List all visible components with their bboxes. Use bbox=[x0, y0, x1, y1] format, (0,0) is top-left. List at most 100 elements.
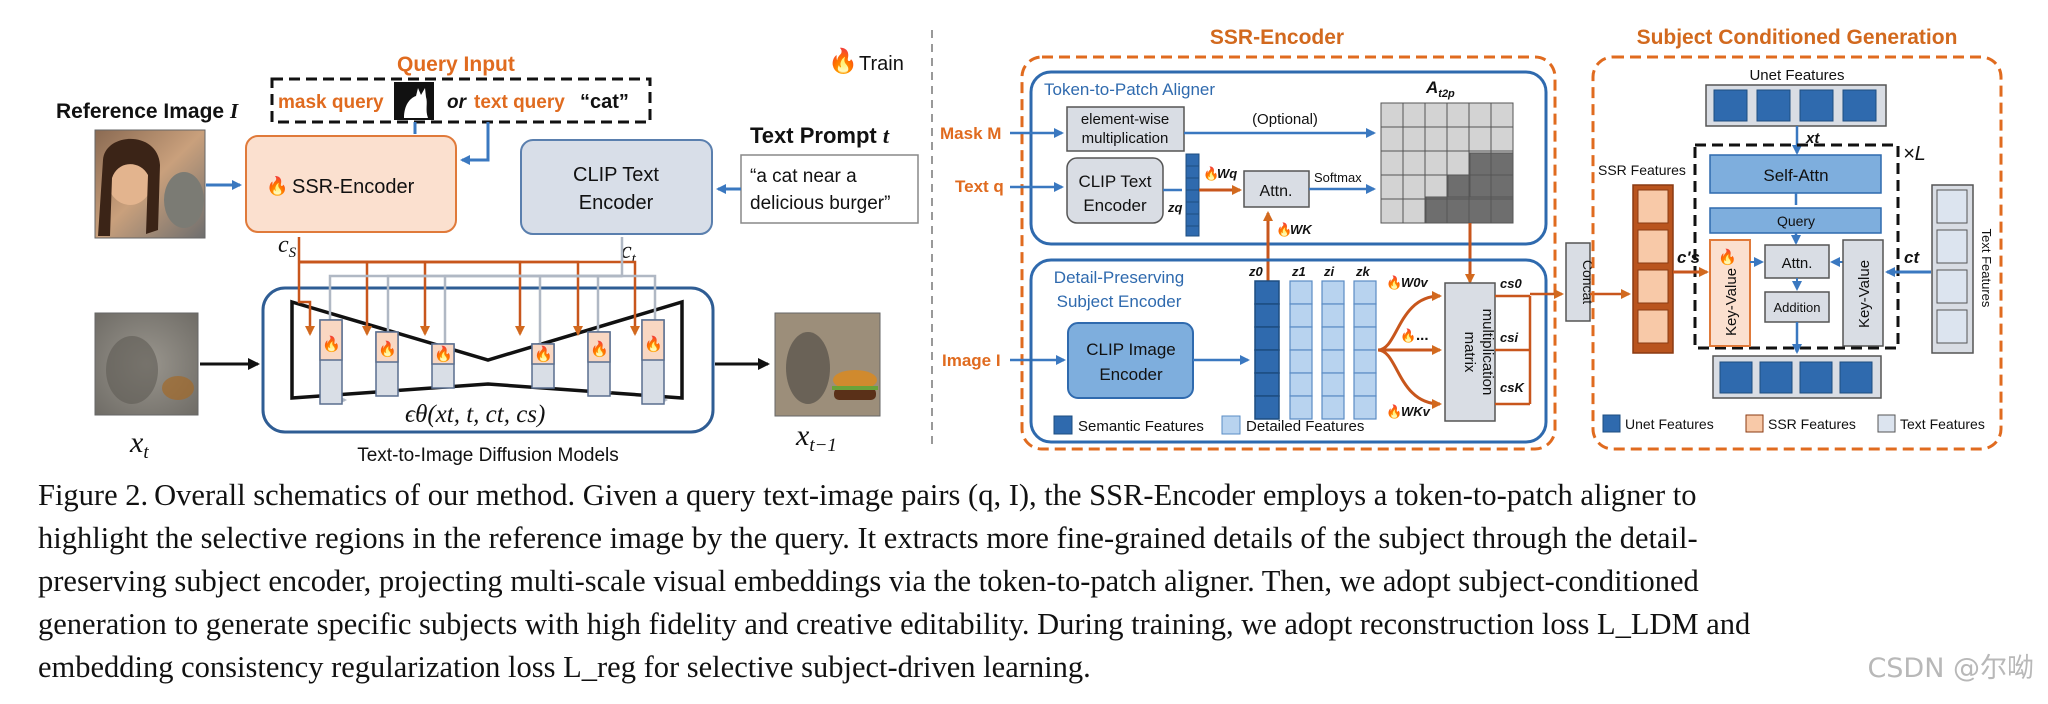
attn-small-label: Attn. bbox=[1782, 255, 1813, 272]
elementwise-line2: multiplication bbox=[1082, 130, 1169, 147]
caption-line-5: embedding consistency regularization los… bbox=[38, 650, 1091, 684]
dp-title-line2: Subject Encoder bbox=[1057, 292, 1182, 311]
svg-text:zi: zi bbox=[1323, 264, 1335, 279]
cs-prime-label: c's bbox=[1677, 248, 1700, 267]
csdn-watermark: CSDN @尔呦 bbox=[1867, 653, 2034, 684]
concat-box bbox=[1565, 242, 1591, 322]
cat-silhouette-icon bbox=[404, 88, 428, 118]
detail-encoder-box bbox=[1029, 258, 1548, 444]
clip-image-line1: CLIP Image bbox=[1086, 340, 1175, 359]
method-schematic-figure: Query Input mask query or text query “ca… bbox=[56, 26, 2003, 466]
query-box bbox=[1709, 207, 1882, 234]
query-input-box bbox=[270, 77, 652, 124]
key-value-left-box bbox=[1709, 239, 1751, 347]
cat-in-photo bbox=[164, 172, 204, 228]
attention-map-label: At2p bbox=[1425, 78, 1455, 100]
train-label: Train bbox=[859, 53, 904, 75]
generation-panel: Subject Conditioned Generation Unet Feat… bbox=[1591, 26, 2003, 451]
svg-text:🔥: 🔥 bbox=[434, 345, 453, 363]
unet-fire-icons: 🔥🔥🔥 🔥🔥🔥 bbox=[322, 335, 663, 363]
ct-small-label: ct bbox=[1904, 248, 1920, 267]
mask-query-label: mask query bbox=[278, 92, 384, 113]
key-value-right-label: Key-Value bbox=[1856, 260, 1873, 328]
fire-icon: 🔥 bbox=[1203, 166, 1219, 181]
unet-features-top-label: Unet Features bbox=[1749, 67, 1844, 84]
fire-icon: 🔥 bbox=[1276, 222, 1292, 237]
self-attn-box bbox=[1709, 154, 1882, 194]
clip-text-small-line2: Encoder bbox=[1083, 196, 1147, 215]
ssr-encoder-outline bbox=[1020, 55, 1557, 451]
ellipsis-label: ... bbox=[1416, 327, 1429, 344]
text-query-to-ssr-arrow bbox=[460, 122, 490, 165]
attn-label: Attn. bbox=[1260, 183, 1293, 200]
xt-small-label: xt bbox=[1805, 130, 1820, 147]
legend-text-label: Text Features bbox=[1900, 416, 1985, 432]
legend-unet-swatch bbox=[1602, 414, 1621, 433]
generation-title: Subject Conditioned Generation bbox=[1637, 26, 1958, 49]
clip-image-encoder-box bbox=[1067, 322, 1194, 399]
clip-text-encoder-line2: Encoder bbox=[579, 192, 654, 214]
fire-icon: 🔥 bbox=[1386, 404, 1402, 419]
legend-semantic-swatch bbox=[1053, 415, 1073, 435]
svg-text:🔥: 🔥 bbox=[644, 335, 663, 353]
cs0-label: cs0 bbox=[1500, 276, 1522, 291]
unet-blocks bbox=[319, 319, 665, 405]
clip-text-small-line1: CLIP Text bbox=[1078, 172, 1151, 191]
self-attn-label: Self-Attn bbox=[1763, 166, 1828, 185]
legend-unet-label: Unet Features bbox=[1625, 416, 1714, 432]
legend-detailed-label: Detailed Features bbox=[1246, 418, 1364, 435]
text-query-label: text query bbox=[474, 92, 565, 113]
ssr-features-label: SSR Features bbox=[1598, 162, 1686, 178]
addition-box bbox=[1764, 291, 1830, 323]
ssr-encoder-title: SSR-Encoder bbox=[1210, 26, 1344, 49]
noisy-cat bbox=[106, 336, 158, 404]
matmul-line1: matrix bbox=[1461, 332, 1478, 373]
detailed-token-columns bbox=[1289, 280, 1377, 420]
elementwise-line1: element-wise bbox=[1081, 111, 1169, 128]
legend-text-swatch bbox=[1877, 414, 1896, 433]
ssr-feature-cells bbox=[1637, 189, 1669, 344]
legend-ssr-label: SSR Features bbox=[1768, 416, 1856, 432]
reference-image-label: Reference Image I bbox=[56, 99, 239, 123]
caption-line-4: generation to generate specific subjects… bbox=[38, 607, 1751, 641]
epsilon-formula: ϵθ(xt, t, ct, cs) bbox=[405, 401, 545, 428]
caption-line-1-text: Overall schematics of our method. Given … bbox=[154, 478, 1697, 512]
fire-icon: 🔥 bbox=[1718, 248, 1737, 266]
figure-label: Figure 2. bbox=[38, 478, 149, 512]
legend-semantic-label: Semantic Features bbox=[1078, 418, 1204, 435]
elementwise-box bbox=[1066, 106, 1185, 152]
left-panel: Query Input mask query or text query “ca… bbox=[56, 47, 919, 466]
output-burger-lettuce bbox=[832, 386, 878, 390]
csi-label: csi bbox=[1500, 330, 1518, 345]
attn-small-box bbox=[1764, 244, 1830, 279]
matmul-line2: multiplication bbox=[1479, 309, 1496, 396]
cs-output-arrows bbox=[1495, 294, 1532, 406]
svg-text:z0: z0 bbox=[1248, 264, 1264, 279]
unet-feature-cells-top bbox=[1713, 89, 1877, 122]
text-features-vertical-label: Text Features bbox=[1979, 229, 1994, 308]
key-value-right-box bbox=[1842, 239, 1884, 347]
svg-text:🔥: 🔥 bbox=[322, 335, 341, 353]
aligner-title: Token-to-Patch Aligner bbox=[1044, 80, 1215, 99]
clip-image-line2: Encoder bbox=[1099, 365, 1163, 384]
output-cat bbox=[786, 332, 830, 404]
text-prompt-label: Text Prompt t bbox=[750, 123, 890, 148]
noisy-burger bbox=[162, 376, 194, 400]
wq-label: Wq bbox=[1217, 166, 1237, 181]
svg-text:🔥: 🔥 bbox=[534, 345, 553, 363]
legend-ssr-swatch bbox=[1745, 414, 1764, 433]
fire-icon: 🔥 bbox=[1386, 275, 1402, 290]
query-label: Query bbox=[1777, 213, 1815, 229]
caption-line-2: highlight the selective regions in the r… bbox=[38, 521, 1698, 555]
image-input-label: Image I bbox=[942, 351, 1001, 370]
optional-label: (Optional) bbox=[1252, 111, 1318, 128]
ssr-encoder-label: SSR-Encoder bbox=[292, 176, 415, 198]
legend-detailed-swatch bbox=[1221, 415, 1241, 435]
text-feature-cells bbox=[1936, 189, 1968, 344]
query-input-title: Query Input bbox=[397, 53, 515, 76]
figure-caption: Figure 2.Overall schematics of our metho… bbox=[38, 474, 2023, 689]
diffusion-caption: Text-to-Image Diffusion Models bbox=[357, 445, 619, 466]
text-input-label: Text q bbox=[955, 177, 1004, 196]
cs-label: cS bbox=[278, 232, 297, 261]
matmul-box bbox=[1444, 282, 1496, 422]
